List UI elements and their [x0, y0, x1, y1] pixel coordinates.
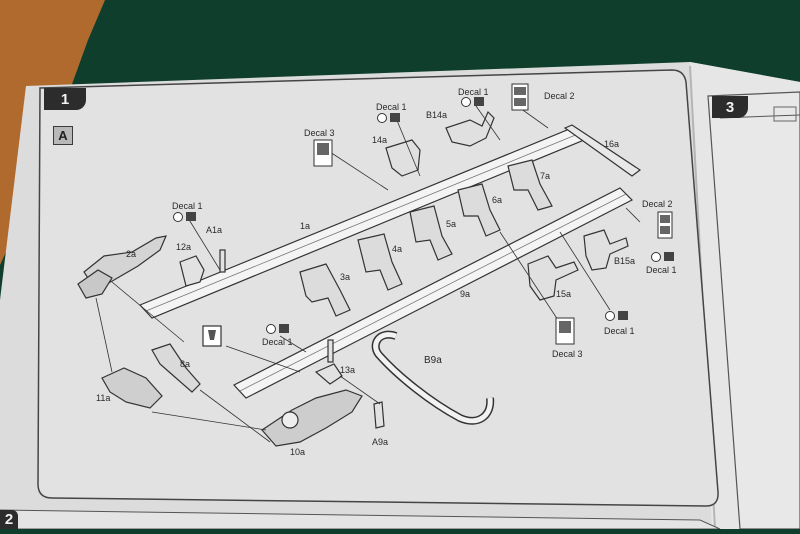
pin-a9a	[373, 401, 385, 429]
chassis-drawing	[77, 110, 642, 447]
spring-hanger-2a	[77, 269, 113, 299]
decal-round-icon	[377, 113, 400, 123]
decal-sheet-icon	[555, 317, 575, 345]
label-decal-3-top: Decal 3	[304, 128, 335, 138]
decal-round-icon	[651, 252, 674, 262]
crossmember-5a	[409, 205, 453, 261]
rail-bracket	[327, 339, 334, 363]
bracket-b14a	[445, 110, 495, 147]
label-part-4a: 4a	[392, 244, 403, 254]
step-number-badge: 1	[44, 88, 86, 110]
crossmember-7a	[507, 159, 553, 211]
label-part-12a: 12a	[176, 242, 192, 252]
label-part-11a: 11a	[96, 393, 111, 403]
decal-round-icon	[266, 324, 289, 334]
exhaust-b9a	[373, 332, 493, 424]
label-part-15a: 15a	[556, 289, 572, 299]
label-part-8a: 8a	[180, 359, 191, 369]
label-part-b14a: B14a	[426, 110, 448, 120]
bracket-b15a	[583, 229, 629, 271]
decal-round-icon	[173, 212, 196, 222]
bracket-15a	[527, 255, 579, 301]
pin-a1a	[219, 249, 226, 273]
decal-round-icon	[605, 311, 628, 321]
label-part-14a: 14a	[372, 135, 388, 145]
next-step-number-badge: 3	[712, 96, 748, 118]
label-decal-1-d: Decal 1	[172, 201, 203, 211]
label-part-a1a: A1a	[206, 225, 223, 235]
part-8a	[151, 343, 201, 393]
label-part-7a: 7a	[540, 171, 551, 181]
crossmember-4a	[357, 233, 403, 291]
label-decal-2-top: Decal 2	[544, 91, 575, 101]
part-11a	[101, 367, 163, 409]
label-part-b15a: B15a	[614, 256, 636, 266]
bracket-13a	[314, 363, 343, 385]
spring-10a	[261, 389, 363, 447]
label-part-3a: 3a	[340, 272, 351, 282]
part-16a-shape	[563, 124, 642, 177]
spring-eye-10a	[281, 411, 299, 429]
decal-sheet-icon	[313, 139, 333, 167]
label-decal-1-a: Decal 1	[376, 102, 407, 112]
label-decal-3-bottom: Decal 3	[552, 349, 583, 359]
label-part-10a: 10a	[290, 447, 306, 457]
label-part-a9a: A9a	[372, 437, 389, 447]
label-decal-1-right: Decal 1	[646, 265, 677, 275]
label-part-9a: 9a	[460, 289, 471, 299]
label-part-5a: 5a	[446, 219, 457, 229]
glue-icon	[202, 325, 222, 347]
label-part-13a: 13a	[340, 365, 356, 375]
label-part-16a: 16a	[604, 139, 620, 149]
decal-round-icon	[461, 97, 484, 107]
decal-sheet-icon	[511, 83, 529, 111]
leader-lines	[95, 105, 641, 443]
label-part-6a: 6a	[492, 195, 503, 205]
label-part-1a: 1a	[300, 221, 311, 231]
label-decal-2-right: Decal 2	[642, 199, 673, 209]
decal-icons	[173, 83, 674, 347]
next-step-frame	[707, 91, 800, 530]
decal-sheet-icon	[657, 211, 673, 239]
label-part-2a: 2a	[126, 249, 137, 259]
label-decal-1-c: Decal 1	[604, 326, 635, 336]
label-part-b9a: B9a	[424, 355, 442, 366]
prev-step-number-badge: 2	[0, 510, 18, 529]
bracket-12a	[179, 255, 205, 287]
crossmember-6a	[457, 183, 501, 237]
next-step-thumb-icon	[773, 106, 797, 122]
label-decal-1-b: Decal 1	[458, 87, 489, 97]
bracket-14a	[385, 139, 421, 177]
label-decal-1-e: Decal 1	[262, 337, 293, 347]
section-label: A	[53, 126, 73, 145]
step-frame	[37, 69, 719, 507]
crossmember-3a	[299, 263, 351, 317]
